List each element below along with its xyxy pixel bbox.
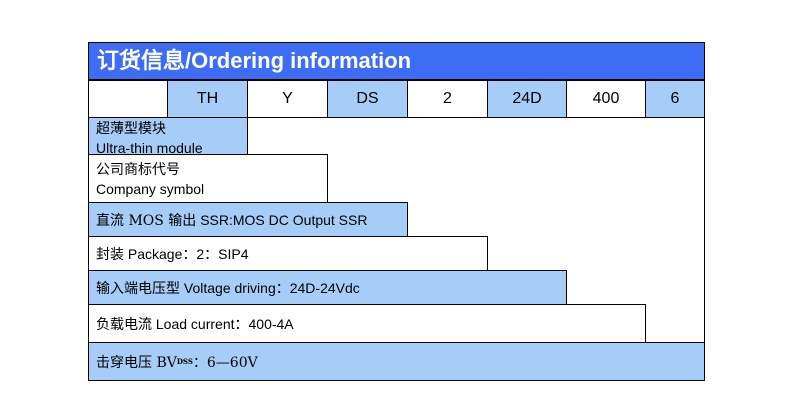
row-en-label: Package：2：SIP4 bbox=[127, 245, 249, 262]
row-mos-dc-output: 直流 MOS 输出 SSR:MOS DC Output SSR bbox=[88, 202, 408, 237]
row-cn-label: 公司商标代号 bbox=[96, 162, 180, 178]
row-cn-label: 负载电流 bbox=[96, 316, 152, 333]
row-voltage-driving: 输入端电压型 Voltage driving：24D-24Vdc bbox=[88, 270, 567, 305]
row-cn-label: 超薄型模块 bbox=[96, 121, 166, 137]
code-cell-blank bbox=[88, 80, 168, 118]
code-cell-bv: 6 bbox=[645, 80, 705, 118]
row-cn-label: 封装 bbox=[96, 246, 124, 263]
row-en-label: SSR:MOS DC Output SSR bbox=[200, 211, 368, 228]
row-company-symbol: 公司商标代号 Company symbol bbox=[88, 154, 328, 203]
row-value: ：6—60V bbox=[192, 354, 258, 371]
row-ultra-thin-module: 超薄型模块 Ultra-thin module bbox=[88, 117, 248, 156]
code-cell-ds: DS bbox=[327, 80, 408, 118]
row-load-current: 负载电流 Load current：400-4A bbox=[88, 304, 646, 343]
row-cn-label: 输入端电压型 bbox=[96, 280, 180, 297]
row-en-label: Ultra-thin module bbox=[96, 140, 203, 156]
ordering-title: 订货信息/Ordering information bbox=[88, 42, 705, 80]
row-package: 封装 Package：2：SIP4 bbox=[88, 236, 488, 271]
bv-subscript: DSS bbox=[176, 357, 193, 366]
row-cn-label: 直流 MOS 输出 bbox=[96, 212, 197, 229]
code-cell-y: Y bbox=[247, 80, 328, 118]
code-cell-voltage: 24D bbox=[487, 80, 567, 118]
code-cell-current: 400 bbox=[566, 80, 646, 118]
row-en-label: Voltage driving：24D-24Vdc bbox=[183, 279, 360, 296]
code-cell-package: 2 bbox=[407, 80, 488, 118]
code-cell-th: TH bbox=[167, 80, 248, 118]
row-en-label: Load current：400-4A bbox=[155, 315, 294, 332]
row-en-label: Company symbol bbox=[96, 181, 205, 197]
row-cn-label: 击穿电压 BV bbox=[96, 354, 177, 371]
